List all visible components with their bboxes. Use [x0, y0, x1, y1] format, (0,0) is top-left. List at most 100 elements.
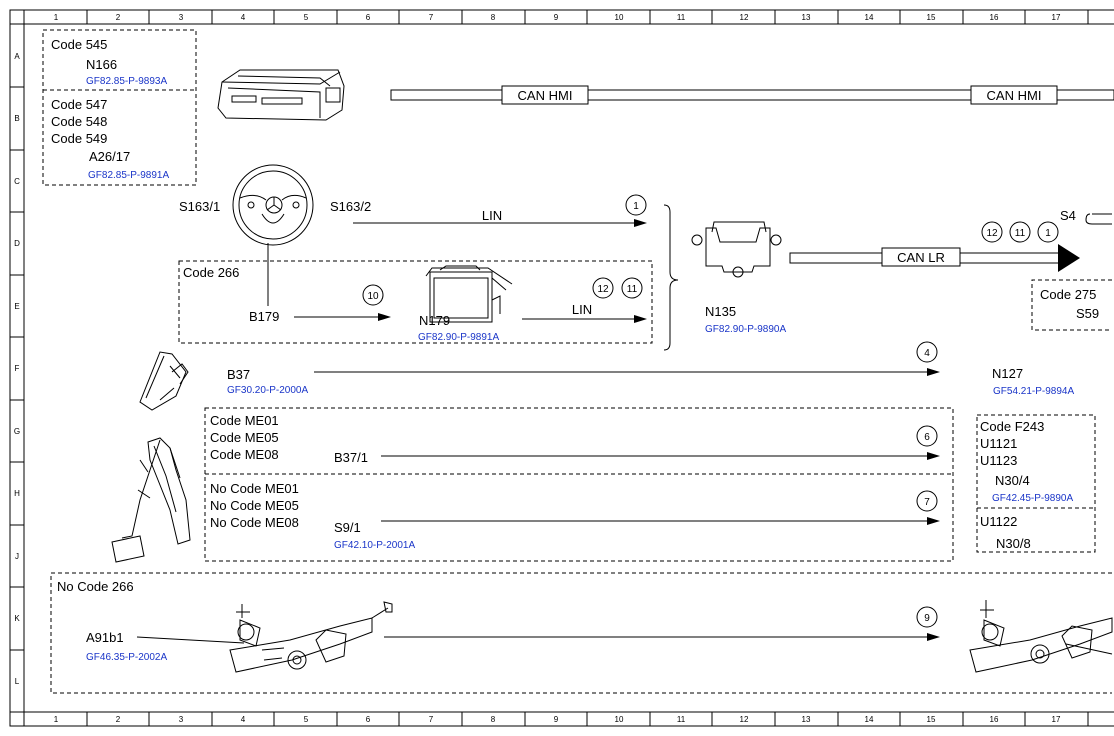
code-549-label: Code 549	[51, 131, 107, 146]
no-code-me01-label: No Code ME01	[210, 481, 299, 496]
column-ruler	[86, 10, 1089, 726]
s4-label: S4	[1060, 208, 1076, 223]
circle-11-inner-label: 11	[627, 284, 638, 295]
code-f243-box	[976, 414, 1096, 553]
column-labels-bottom: 1 2 3 4 5 6 7 8 9 10 11 12 13 14 15 16 1…	[54, 715, 1061, 724]
n166-label: N166	[86, 57, 117, 72]
can-hmi-label-box	[501, 85, 589, 105]
col-label: 10	[615, 715, 624, 724]
col-label: 13	[802, 13, 811, 22]
u1122-label: U1122	[980, 514, 1017, 529]
lin-arrow-bottom	[634, 315, 647, 323]
col-label: 6	[366, 13, 371, 22]
circle-6	[916, 425, 938, 447]
row-label: J	[15, 552, 19, 561]
row-label: K	[14, 614, 20, 623]
can-hmi-bus	[390, 89, 1114, 101]
b179-arrow-head	[378, 313, 391, 321]
n30-4-label: N30/4	[995, 473, 1030, 488]
b37-arrow-head	[927, 368, 940, 376]
col-label: 5	[304, 13, 309, 22]
can-hmi-label-2: CAN HMI	[987, 88, 1042, 103]
col-label: 5	[304, 715, 309, 724]
s9-1-label: S9/1	[334, 520, 361, 535]
circle-10-label: 10	[367, 291, 379, 302]
lin-label-top: LIN	[482, 208, 502, 223]
col-label: 4	[241, 13, 246, 22]
a91b1-leader	[136, 636, 245, 644]
s59-label: S59	[1076, 306, 1099, 321]
circle-7-label: 7	[924, 497, 930, 508]
s163-2-label: S163/2	[330, 199, 371, 214]
col-label: 8	[491, 13, 496, 22]
row-label: C	[14, 177, 20, 186]
circle-7	[916, 490, 938, 512]
circle-11-inner	[621, 277, 643, 299]
n135-label: N135	[705, 304, 736, 319]
code-me05-label: Code ME05	[210, 430, 279, 445]
b37-1-label: B37/1	[334, 450, 368, 465]
diagram-frame	[9, 9, 1114, 727]
s9-1-arrow-head	[927, 517, 940, 525]
circle-9	[916, 606, 938, 628]
steering-rack-illustration-right	[969, 600, 1113, 673]
col-label: 7	[429, 715, 434, 724]
code-545-label: Code 545	[51, 37, 107, 52]
circle-1-label: 1	[633, 201, 639, 212]
u1123-label: U1123	[980, 453, 1017, 468]
circle-11-label: 11	[1015, 228, 1026, 239]
no-code-266-label: No Code 266	[57, 579, 134, 594]
code-me08-label: Code ME08	[210, 447, 279, 462]
no-code-me08-label: No Code ME08	[210, 515, 299, 530]
n179-ref: GF82.90-P-9891A	[418, 332, 499, 343]
col-label: 16	[990, 13, 999, 22]
column-labels-top: 1 2 3 4 5 6 7 8 9 10 11 12 13 14 15 16 1…	[54, 13, 1061, 22]
s4-switch-illustration	[1085, 213, 1112, 225]
a91b1-label: A91b1	[86, 630, 124, 645]
col-label: 4	[241, 715, 246, 724]
circle-1-right-label: 1	[1045, 228, 1051, 239]
s9-1-ref: GF42.10-P-2001A	[334, 540, 415, 551]
lin-arrow-top	[634, 219, 647, 227]
row-label: L	[15, 677, 20, 686]
col-label: 15	[927, 715, 936, 724]
col-label: 8	[491, 715, 496, 724]
circle-11	[1009, 221, 1031, 243]
signal-brace	[663, 204, 679, 351]
col-label: 1	[54, 13, 59, 22]
can-lr-arrow	[1058, 244, 1080, 272]
steering-rack-illustration-left	[229, 601, 393, 673]
n179-label: N179	[419, 313, 450, 328]
col-label: 15	[927, 13, 936, 22]
col-label: 12	[740, 13, 749, 22]
row-labels: A B C D E F G H J K L	[14, 52, 20, 686]
row-label: E	[14, 302, 19, 311]
circle-12-inner	[592, 277, 614, 299]
col-label: 6	[366, 715, 371, 724]
col-label: 7	[429, 13, 434, 22]
circle-12	[981, 221, 1003, 243]
b37-ref: GF30.20-P-2000A	[227, 385, 308, 396]
circle-6-label: 6	[924, 432, 930, 443]
a26-17-label: A26/17	[89, 149, 130, 164]
accelerator-pedal-illustration	[139, 351, 189, 411]
row-label: D	[14, 239, 20, 248]
b179-label: B179	[249, 309, 279, 324]
brake-pedal-illustration	[111, 437, 191, 563]
col-label: 16	[990, 715, 999, 724]
circle-4	[916, 341, 938, 363]
u1121-label: U1121	[980, 436, 1017, 451]
no-code-266-box	[50, 572, 1112, 694]
code-275-box	[1031, 279, 1112, 331]
col-label: 13	[802, 715, 811, 724]
n127-ref: GF54.21-P-9894A	[993, 386, 1074, 397]
col-label: 11	[677, 13, 686, 22]
col-label: 14	[865, 13, 874, 22]
can-hmi-label: CAN HMI	[518, 88, 573, 103]
a91b1-ref: GF46.35-P-2002A	[86, 652, 167, 663]
can-lr-label-box	[881, 247, 961, 267]
code-me01-label: Code ME01	[210, 413, 279, 428]
code-f243-label: Code F243	[980, 419, 1044, 434]
row-label: A	[14, 52, 20, 61]
n135-ref: GF82.90-P-9890A	[705, 324, 786, 335]
